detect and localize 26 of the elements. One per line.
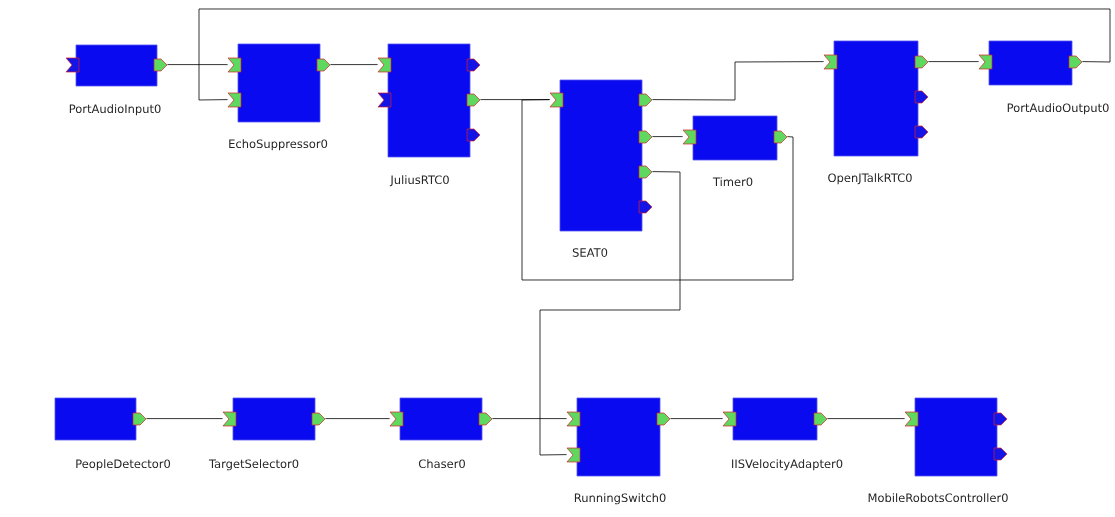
- connector-line: [652, 61, 824, 101]
- component-label: Chaser0: [418, 459, 465, 469]
- component-label: Timer0: [712, 177, 753, 187]
- component-label: OpenJTalkRTC0: [828, 173, 912, 185]
- connector-line: [521, 99, 794, 281]
- component-label: PortAudioInput0: [69, 104, 161, 116]
- connector-line: [146, 418, 223, 419]
- connector-line: [928, 61, 979, 62]
- connector-line: [539, 171, 681, 456]
- connector-line: [652, 136, 683, 137]
- component-label: TargetSelector0: [208, 459, 299, 471]
- connector-line: [330, 64, 378, 65]
- connector-line: [325, 418, 390, 419]
- component-label: JuliusRTC0: [389, 175, 449, 187]
- component-label: RunningSwitch0: [574, 493, 666, 505]
- connector-line: [492, 418, 567, 419]
- component-label: EchoSuppressor0: [229, 139, 328, 151]
- connector-line: [670, 418, 723, 419]
- component-label: PortAudioOutput0: [1007, 103, 1109, 115]
- connector-line: [167, 64, 228, 65]
- component-label: SEAT0: [572, 248, 608, 257]
- connector-line: [827, 418, 905, 419]
- component-label: MobileRobotsController0: [868, 493, 1008, 503]
- component-label: PeopleDetector0: [76, 459, 171, 471]
- component-label: IISVelocityAdapter0: [732, 459, 843, 471]
- connector-line: [198, 8, 1111, 101]
